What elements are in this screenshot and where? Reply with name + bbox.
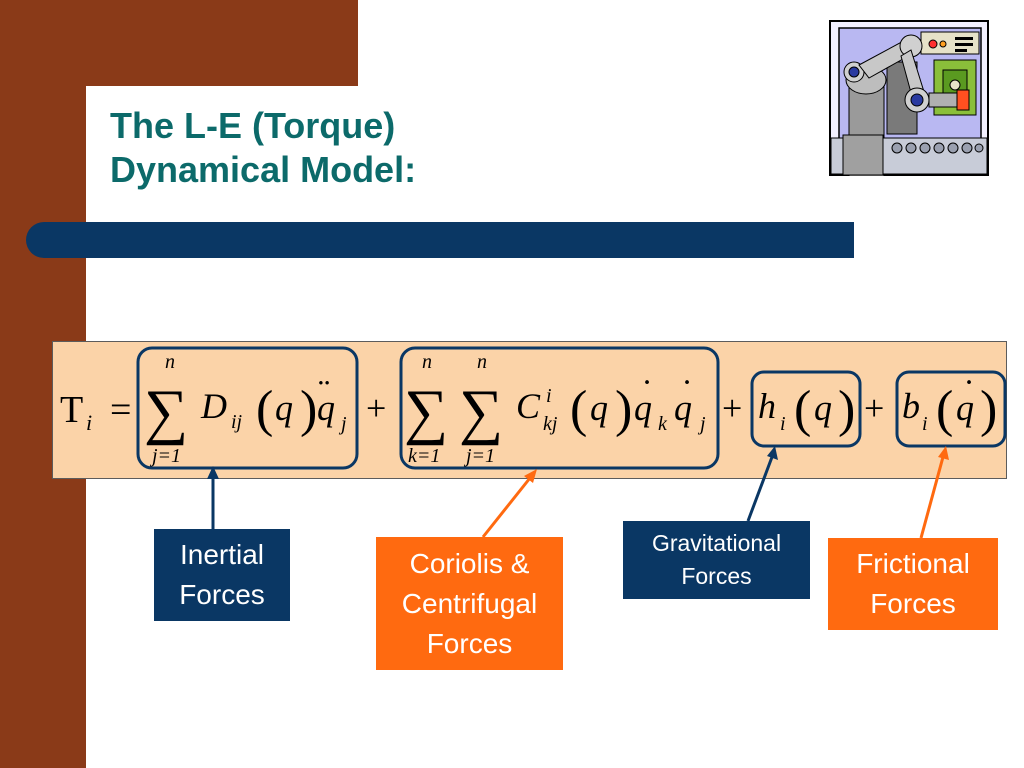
coriolis-term-box xyxy=(399,346,720,470)
eq-torque-symbol: T xyxy=(60,389,83,431)
frictional-line-1: Frictional xyxy=(856,548,970,579)
eq-sum-2: ∑ xyxy=(404,378,448,446)
eq-b: b xyxy=(902,386,920,426)
eq-lparen-4: ( xyxy=(936,381,953,438)
eq-sub-i-b: i xyxy=(922,413,928,435)
frictional-arrow xyxy=(919,456,945,539)
slide-title: The L-E (Torque) Dynamical Model: xyxy=(110,104,416,192)
eq-sum-lower-j1: j=1 xyxy=(149,445,181,467)
equation-panel xyxy=(52,341,1007,479)
frictional-arrowhead xyxy=(938,446,949,460)
inertial-line-1: Inertial xyxy=(179,539,265,570)
eq-dot-mark-1: ˙ xyxy=(641,372,653,412)
eq-rparen-3: ) xyxy=(838,381,855,438)
eq-qddot: q xyxy=(317,388,335,428)
coriolis-line-2: Centrifugal xyxy=(401,587,538,619)
eq-sub-j-2: j xyxy=(697,413,706,435)
eq-q-2: q xyxy=(590,388,608,428)
eq-rparen-4: ) xyxy=(980,381,997,438)
eq-plus-3: + xyxy=(864,388,884,428)
inertial-forces-label: Inertial Forces xyxy=(154,529,290,621)
eq-h: h xyxy=(758,386,776,426)
eq-sub-ij: ij xyxy=(231,411,243,433)
eq-dot-mark-3: ˙ xyxy=(963,372,975,412)
frictional-line-2: Forces xyxy=(870,588,956,619)
eq-lparen-1: ( xyxy=(256,381,273,438)
eq-qdot-k: q xyxy=(634,388,652,428)
eq-sum2-lower-k1: k=1 xyxy=(408,445,440,467)
top-left-band xyxy=(0,0,358,86)
eq-sum3-upper-n: n xyxy=(477,351,487,373)
title-line-2: Dynamical Model: xyxy=(110,149,417,190)
title-divider-bar xyxy=(26,222,854,258)
coriolis-forces-label: Coriolis & Centrifugal Forces xyxy=(376,537,563,670)
eq-sub-k: k xyxy=(658,413,668,435)
eq-double-dot-mark: ¨ xyxy=(318,372,330,412)
eq-plus-2: + xyxy=(722,388,742,428)
eq-qdot-j: q xyxy=(674,388,692,428)
title-line-1: The L-E (Torque) xyxy=(110,105,396,146)
eq-sub-j-1: j xyxy=(338,413,347,435)
eq-sum3-lower-j1: j=1 xyxy=(463,445,495,467)
eq-rparen-1: ) xyxy=(300,381,317,438)
inertial-line-2: Forces xyxy=(179,579,265,610)
gravitational-arrowhead xyxy=(767,446,778,460)
gravitational-line-1: Gravitational xyxy=(651,530,782,556)
inertial-arrowhead xyxy=(207,466,219,479)
eq-equals: = xyxy=(110,389,131,431)
eq-plus-1: + xyxy=(366,388,386,428)
coriolis-line-3: Forces xyxy=(426,627,513,659)
eq-sub-i-h: i xyxy=(780,413,786,435)
coriolis-line-1: Coriolis & xyxy=(409,547,530,579)
coriolis-arrowhead xyxy=(524,469,537,483)
coriolis-arrow xyxy=(481,477,532,538)
eq-lparen-2: ( xyxy=(570,381,587,438)
eq-sum-3: ∑ xyxy=(459,378,503,446)
eq-sub-kj: kj xyxy=(543,413,558,435)
gravitational-term-box xyxy=(750,370,862,448)
eq-lparen-3: ( xyxy=(794,381,811,438)
gravitational-arrow xyxy=(746,456,774,522)
frictional-term-box xyxy=(895,370,1007,448)
eq-q-3: q xyxy=(814,388,832,428)
eq-dot-mark-2: ˙ xyxy=(681,372,693,412)
eq-sum-1: ∑ xyxy=(144,378,188,446)
eq-sup-i: i xyxy=(546,385,552,407)
eq-qdot-4: q xyxy=(956,388,974,428)
eq-C: C xyxy=(516,386,541,426)
robot-arm-clipart-icon xyxy=(829,20,989,176)
eq-sum2-upper-n: n xyxy=(422,351,432,373)
eq-sum-upper-n: n xyxy=(165,351,175,373)
eq-sub-i: i xyxy=(86,410,92,435)
gravitational-line-2: Forces xyxy=(681,563,752,589)
eq-rparen-2: ) xyxy=(615,381,632,438)
inertial-term-box xyxy=(136,346,359,470)
eq-q-1: q xyxy=(275,388,293,428)
gravitational-forces-label: Gravitational Forces xyxy=(623,521,810,599)
eq-D: D xyxy=(200,386,227,426)
frictional-forces-label: Frictional Forces xyxy=(828,538,998,630)
